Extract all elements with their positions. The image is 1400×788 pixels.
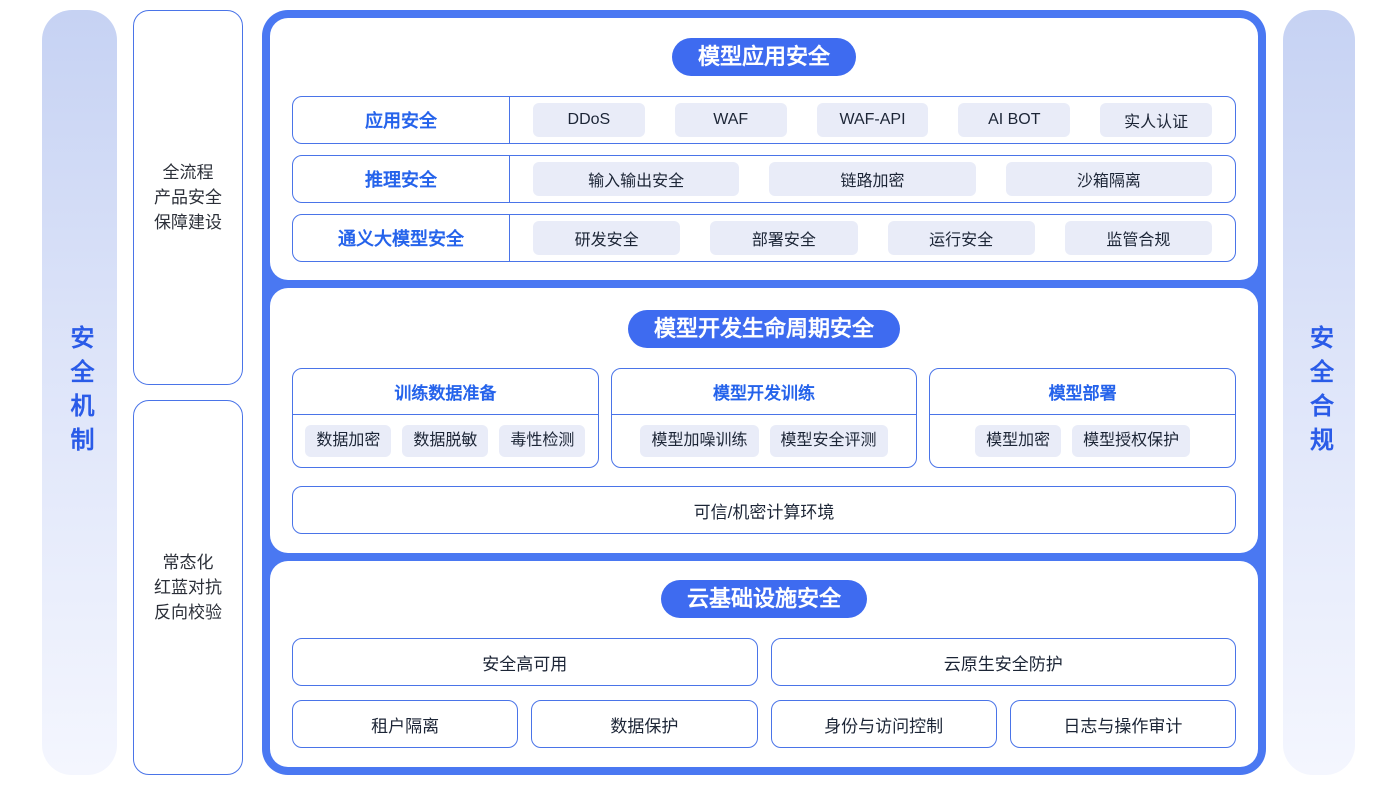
box-security-high-availability: 安全高可用: [292, 638, 758, 686]
chip: 数据脱敏: [402, 425, 489, 457]
left-rail-security-mechanism: 安全机制: [42, 10, 117, 775]
chip: AI BOT: [958, 103, 1071, 137]
box-data-protection: 数据保护: [531, 700, 758, 748]
chip: 运行安全: [887, 221, 1035, 255]
chip: DDoS: [533, 103, 645, 137]
chip: WAF: [674, 103, 787, 137]
section-cloud-infrastructure-security: 云基础设施安全 安全高可用 云原生安全防护 租户隔离 数据保护 身份与访问控制 …: [270, 561, 1258, 767]
side-box-line: 红蓝对抗: [154, 578, 222, 597]
side-box-line: 全流程: [162, 163, 214, 182]
right-rail-security-compliance: 安全合规: [1283, 10, 1355, 775]
chip: 沙箱隔离: [1005, 162, 1212, 196]
application-security-rows: 应用安全 DDoS WAF WAF-API AI BOT 实人认证 推理安全 输…: [270, 76, 1258, 262]
section-title-pill: 模型应用安全: [671, 38, 856, 76]
card-training-data-preparation: 训练数据准备 数据加密 数据脱敏 毒性检测: [292, 368, 599, 468]
row-inference-security: 推理安全 输入输出安全 链路加密 沙箱隔离: [292, 155, 1236, 203]
chip: 部署安全: [710, 221, 858, 255]
card-chips: 数据加密 数据脱敏 毒性检测: [293, 415, 598, 467]
row-chips: 研发安全 部署安全 运行安全 监管合规: [510, 215, 1235, 261]
row-chips: 输入输出安全 链路加密 沙箱隔离: [510, 156, 1235, 202]
chip: 毒性检测: [499, 425, 586, 457]
section-title-pill: 模型开发生命周期安全: [627, 310, 900, 348]
side-box-line: 保障建设: [154, 213, 222, 232]
trusted-confidential-computing-box: 可信/机密计算环境: [292, 486, 1236, 534]
cloud-row-1: 安全高可用 云原生安全防护: [270, 638, 1258, 686]
right-rail-label: 安全合规: [1305, 324, 1333, 461]
card-title: 训练数据准备: [293, 369, 598, 415]
side-box-line: 反向校验: [154, 603, 222, 622]
row-tongyi-llm-security: 通义大模型安全 研发安全 部署安全 运行安全 监管合规: [292, 214, 1236, 262]
chip: 输入输出安全: [533, 162, 740, 196]
row-chips: DDoS WAF WAF-API AI BOT 实人认证: [510, 97, 1235, 143]
card-title: 模型部署: [930, 369, 1236, 415]
side-box-red-blue-confrontation: 常态化 红蓝对抗 反向校验: [133, 400, 243, 775]
side-box-full-process: 全流程 产品安全 保障建设: [133, 10, 243, 385]
chip: 模型授权保护: [1072, 425, 1191, 457]
card-chips: 模型加密 模型授权保护: [930, 415, 1235, 467]
box-log-operation-audit: 日志与操作审计: [1009, 700, 1236, 748]
chip: WAF-API: [816, 103, 929, 137]
card-title: 模型开发训练: [611, 369, 917, 415]
chip: 监管合规: [1064, 221, 1212, 255]
side-box-line: 产品安全: [154, 188, 222, 207]
box-identity-access-control: 身份与访问控制: [770, 700, 997, 748]
card-model-dev-training: 模型开发训练 模型加噪训练 模型安全评测: [610, 368, 918, 468]
box-tenant-isolation: 租户隔离: [292, 700, 519, 748]
section-model-application-security: 模型应用安全 应用安全 DDoS WAF WAF-API AI BOT 实人认证…: [270, 18, 1258, 280]
card-model-deployment: 模型部署 模型加密 模型授权保护: [929, 368, 1237, 468]
section-title-pill: 云基础设施安全: [660, 580, 867, 618]
lifecycle-cards: 训练数据准备 数据加密 数据脱敏 毒性检测 模型开发训练 模型加噪训练 模型安全…: [270, 368, 1258, 468]
row-label: 通义大模型安全: [293, 215, 510, 261]
chip: 链路加密: [769, 162, 976, 196]
side-box-line: 常态化: [162, 553, 214, 572]
row-application-security: 应用安全 DDoS WAF WAF-API AI BOT 实人认证: [292, 96, 1236, 144]
chip: 模型加噪训练: [640, 425, 759, 457]
chip: 模型安全评测: [769, 425, 888, 457]
chip: 研发安全: [533, 221, 681, 255]
main-frame: 模型应用安全 应用安全 DDoS WAF WAF-API AI BOT 实人认证…: [262, 10, 1266, 775]
chip: 实人认证: [1100, 103, 1212, 137]
box-cloud-native-protection: 云原生安全防护: [770, 638, 1236, 686]
card-chips: 模型加噪训练 模型安全评测: [612, 415, 917, 467]
left-rail-label: 安全机制: [66, 324, 93, 461]
row-label: 推理安全: [293, 156, 510, 202]
section-model-dev-lifecycle-security: 模型开发生命周期安全 训练数据准备 数据加密 数据脱敏 毒性检测 模型开发训练 …: [270, 288, 1258, 553]
cloud-row-2: 租户隔离 数据保护 身份与访问控制 日志与操作审计: [270, 700, 1258, 748]
row-label: 应用安全: [293, 97, 510, 143]
chip: 模型加密: [975, 425, 1062, 457]
chip: 数据加密: [305, 425, 392, 457]
